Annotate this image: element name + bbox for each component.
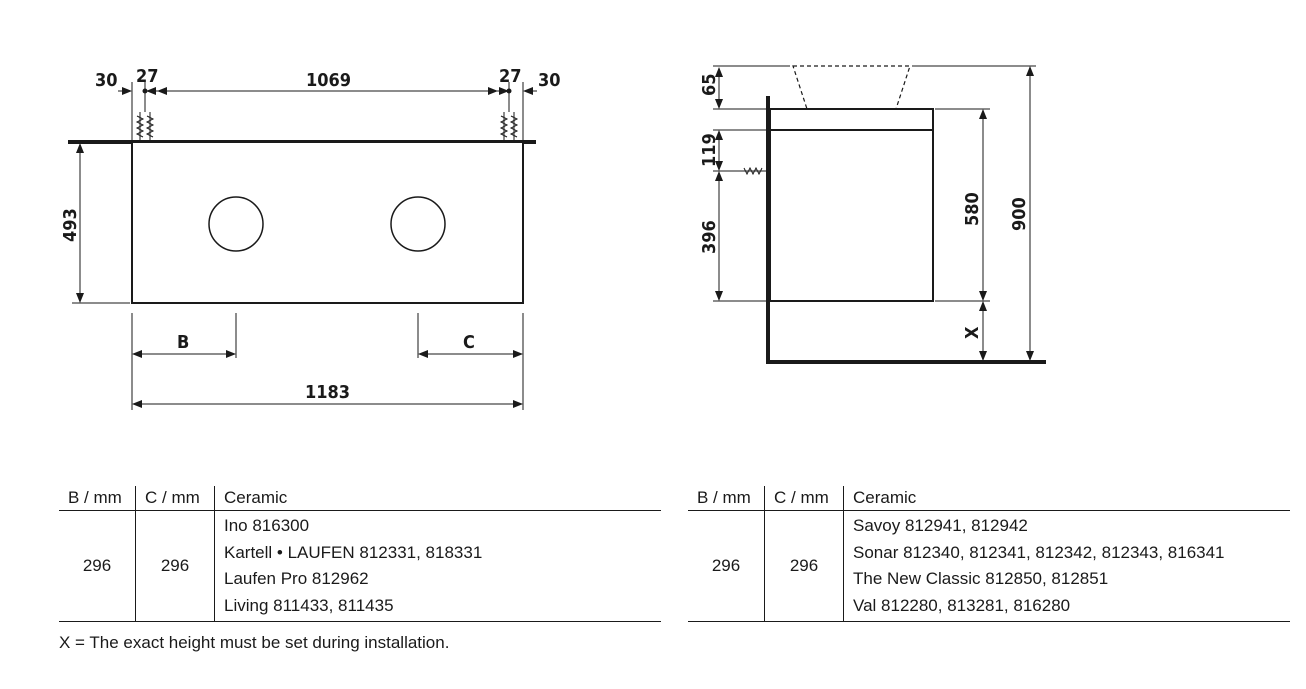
ceramic-item: The New Classic 812850, 812851 [853, 569, 1109, 588]
dim-x: X [962, 326, 983, 339]
b-value: 296 [59, 510, 136, 622]
dim-493: 493 [60, 208, 81, 242]
spec-table-right: B / mm C / mm Ceramic 296 296 Savoy 8129… [688, 486, 1290, 622]
ceramic-item: Ino 816300 [224, 516, 310, 535]
dim-30-right: 30 [538, 70, 561, 91]
dim-396: 396 [699, 220, 720, 254]
dim-c: C [463, 332, 475, 353]
dim-27-left: 27 [136, 66, 159, 87]
ceramic-item: Sonar 812340, 812341, 812342, 812343, 81… [853, 542, 1225, 562]
basin-outline [792, 65, 911, 110]
spec-table-left: B / mm C / mm Ceramic 296 296 Ino 816300… [59, 486, 661, 622]
ceramic-list: Ino 816300 Kartell • LAUFEN 812331, 8183… [215, 511, 662, 622]
height-dimension-493 [72, 143, 130, 304]
side-view: 65 119 396 580 X 900 [699, 65, 1046, 364]
header-b: B / mm [59, 486, 136, 511]
dim-900: 900 [1009, 197, 1030, 231]
dim-30-left: 30 [95, 70, 118, 91]
dim-580: 580 [962, 192, 983, 226]
b-value: 296 [688, 510, 765, 622]
front-cabinet [131, 141, 524, 304]
front-view: 30 27 1069 27 30 493 B C 1183 [60, 66, 561, 410]
wall-screw [740, 166, 768, 176]
ceramic-item: Val 812280, 813281, 816280 [853, 595, 1071, 615]
dim-119: 119 [699, 133, 720, 167]
dim-27-right: 27 [499, 66, 522, 87]
header-c: C / mm [135, 486, 215, 511]
ceramic-item: Kartell • LAUFEN 812331, 818331 [224, 542, 483, 562]
dim-1069: 1069 [306, 70, 351, 91]
dim-b: B [177, 332, 189, 353]
ceramic-item: Living 811433, 811435 [224, 595, 394, 615]
left-dimension-chain [713, 65, 790, 302]
header-b: B / mm [688, 486, 765, 511]
ceramic-item: Laufen Pro 812962 [224, 569, 369, 588]
basin-outlet-left [208, 196, 264, 252]
ceramic-list: Savoy 812941, 812942 Sonar 812340, 81234… [844, 511, 1291, 622]
basin-outlet-right [390, 196, 446, 252]
countertop [769, 108, 934, 131]
right-dimension-chain [912, 65, 1036, 361]
wall-anchor-right [499, 112, 519, 140]
side-cabinet [769, 129, 934, 302]
b-c-dimensions [131, 313, 524, 410]
ceramic-item: Savoy 812941, 812942 [853, 516, 1028, 535]
header-ceramic: Ceramic [214, 486, 661, 511]
dim-65: 65 [699, 73, 720, 96]
c-value: 296 [135, 510, 215, 622]
top-dimension-chain [118, 82, 537, 140]
header-ceramic: Ceramic [843, 486, 1290, 511]
footnote: X = The exact height must be set during … [59, 633, 450, 652]
c-value: 296 [764, 510, 844, 622]
dim-1183: 1183 [305, 382, 350, 403]
wall-anchor-left [135, 112, 155, 140]
header-c: C / mm [764, 486, 844, 511]
